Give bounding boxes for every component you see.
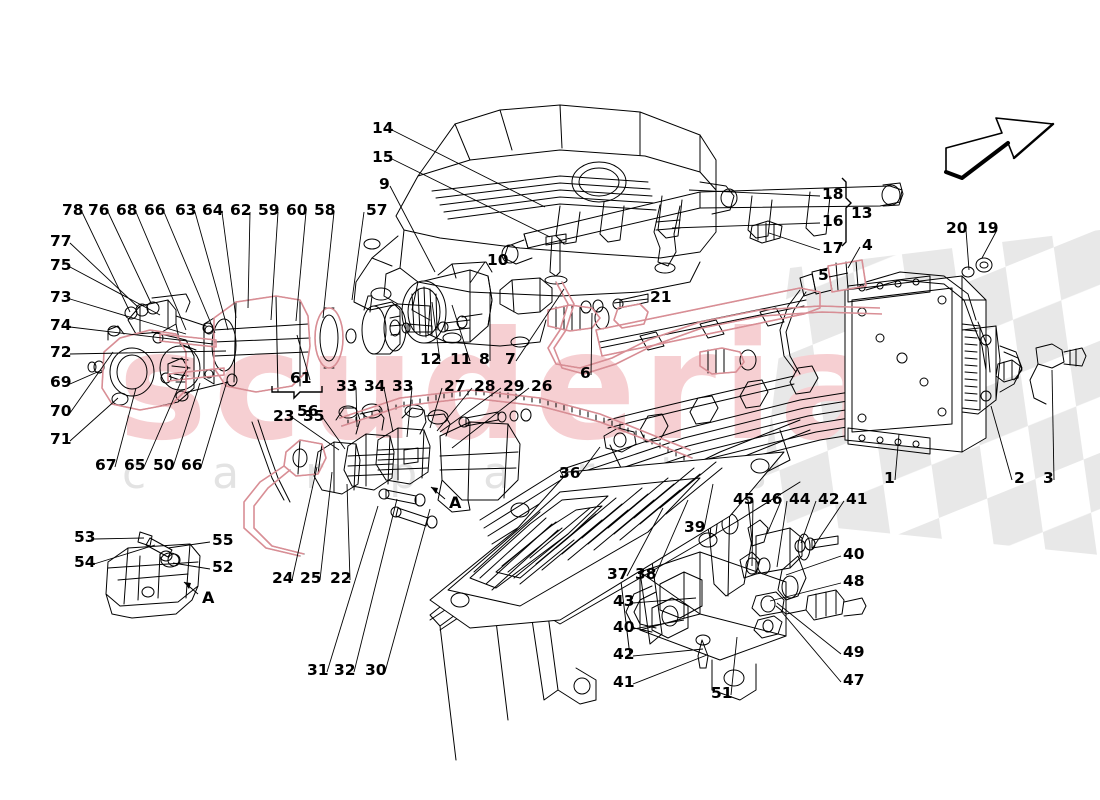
callout-number-20: 20 (946, 219, 968, 237)
callout-number-39: 39 (684, 518, 706, 536)
callout-number-63: 63 (175, 201, 197, 219)
callout-number-4: 4 (862, 236, 873, 254)
callout-number-71: 71 (50, 430, 72, 448)
callout-number-29: 29 (503, 377, 525, 395)
callout-number-7: 7 (505, 350, 516, 368)
letter-callout-a-0: A (202, 588, 215, 607)
callout-number-74: 74 (50, 316, 72, 334)
callout-number-42: 42 (613, 645, 635, 663)
callout-number-37: 37 (607, 565, 629, 583)
callout-number-51: 51 (711, 684, 733, 702)
callout-number-38: 38 (635, 565, 657, 583)
direction-arrow (944, 117, 1055, 180)
callout-number-25: 25 (300, 569, 322, 587)
callout-number-78: 78 (62, 201, 84, 219)
callout-number-68: 68 (116, 201, 138, 219)
callout-number-53: 53 (74, 528, 96, 546)
ecu-unit (779, 257, 1087, 455)
callout-number-65: 65 (124, 456, 146, 474)
callout-number-16: 16 (822, 212, 844, 230)
callout-number-18: 18 (822, 185, 844, 203)
callout-number-45: 45 (733, 490, 755, 508)
callout-number-8: 8 (479, 350, 490, 368)
callout-number-30: 30 (365, 661, 387, 679)
callout-number-3: 3 (1043, 469, 1054, 487)
callout-number-40: 40 (613, 618, 635, 636)
letter-callout-a-1: A (449, 493, 462, 512)
callout-number-76: 76 (88, 201, 110, 219)
callout-number-32: 32 (334, 661, 356, 679)
callout-number-57: 57 (366, 201, 388, 219)
callout-number-77: 77 (50, 232, 72, 250)
callout-number-19: 19 (977, 219, 999, 237)
callout-number-9: 9 (379, 175, 390, 193)
callout-number-13: 13 (851, 204, 873, 222)
callout-number-46: 46 (761, 490, 783, 508)
callout-number-66: 66 (181, 456, 203, 474)
callout-number-15: 15 (372, 148, 394, 166)
callout-number-27: 27 (444, 377, 466, 395)
callout-number-6: 6 (580, 364, 591, 382)
callout-number-11: 11 (450, 350, 472, 368)
callout-number-72: 72 (50, 343, 72, 361)
callout-number-54: 54 (74, 553, 96, 571)
callout-number-66: 66 (144, 201, 166, 219)
callout-number-40: 40 (843, 545, 865, 563)
callout-number-60: 60 (286, 201, 308, 219)
callout-number-1: 1 (884, 469, 895, 487)
callout-number-36: 36 (559, 464, 581, 482)
callout-number-17: 17 (822, 239, 844, 257)
callout-number-75: 75 (50, 256, 72, 274)
callout-number-67: 67 (95, 456, 117, 474)
callout-number-21: 21 (650, 288, 672, 306)
callout-number-33: 33 (392, 377, 414, 395)
callout-number-22: 22 (330, 569, 352, 587)
callout-number-12: 12 (420, 350, 442, 368)
callout-number-33: 33 (336, 377, 358, 395)
callout-number-47: 47 (843, 671, 865, 689)
callout-number-14: 14 (372, 119, 394, 137)
callout-number-5: 5 (818, 266, 829, 284)
callout-number-50: 50 (153, 456, 175, 474)
callout-number-42: 42 (818, 490, 840, 508)
callout-number-35: 35 (303, 407, 325, 425)
callout-number-41: 41 (846, 490, 868, 508)
callout-number-43: 43 (613, 592, 635, 610)
callout-number-44: 44 (789, 490, 811, 508)
finned-control-box (378, 451, 785, 629)
callout-number-70: 70 (50, 402, 72, 420)
callout-number-41: 41 (613, 673, 635, 691)
callout-number-28: 28 (474, 377, 496, 395)
callout-number-62: 62 (230, 201, 252, 219)
callout-number-73: 73 (50, 288, 72, 306)
cover-bracket-52 (105, 531, 201, 619)
callout-number-59: 59 (258, 201, 280, 219)
callout-number-26: 26 (531, 377, 553, 395)
callout-number-55: 55 (212, 531, 234, 549)
callout-number-23: 23 (273, 407, 295, 425)
callout-number-34: 34 (364, 377, 386, 395)
callout-number-24: 24 (272, 569, 294, 587)
callout-number-56: 56 (297, 402, 319, 420)
callout-number-31: 31 (307, 661, 329, 679)
callout-number-61: 61 (290, 369, 312, 387)
highlighted-parts (101, 259, 883, 557)
air-flow-meter (401, 261, 553, 344)
callout-number-2: 2 (1014, 469, 1025, 487)
wiring-harness (547, 281, 883, 375)
callout-number-58: 58 (314, 201, 336, 219)
callout-number-64: 64 (202, 201, 224, 219)
callout-number-69: 69 (50, 373, 72, 391)
callout-number-52: 52 (212, 558, 234, 576)
callout-number-10: 10 (487, 251, 509, 269)
callout-number-48: 48 (843, 572, 865, 590)
callout-number-49: 49 (843, 643, 865, 661)
